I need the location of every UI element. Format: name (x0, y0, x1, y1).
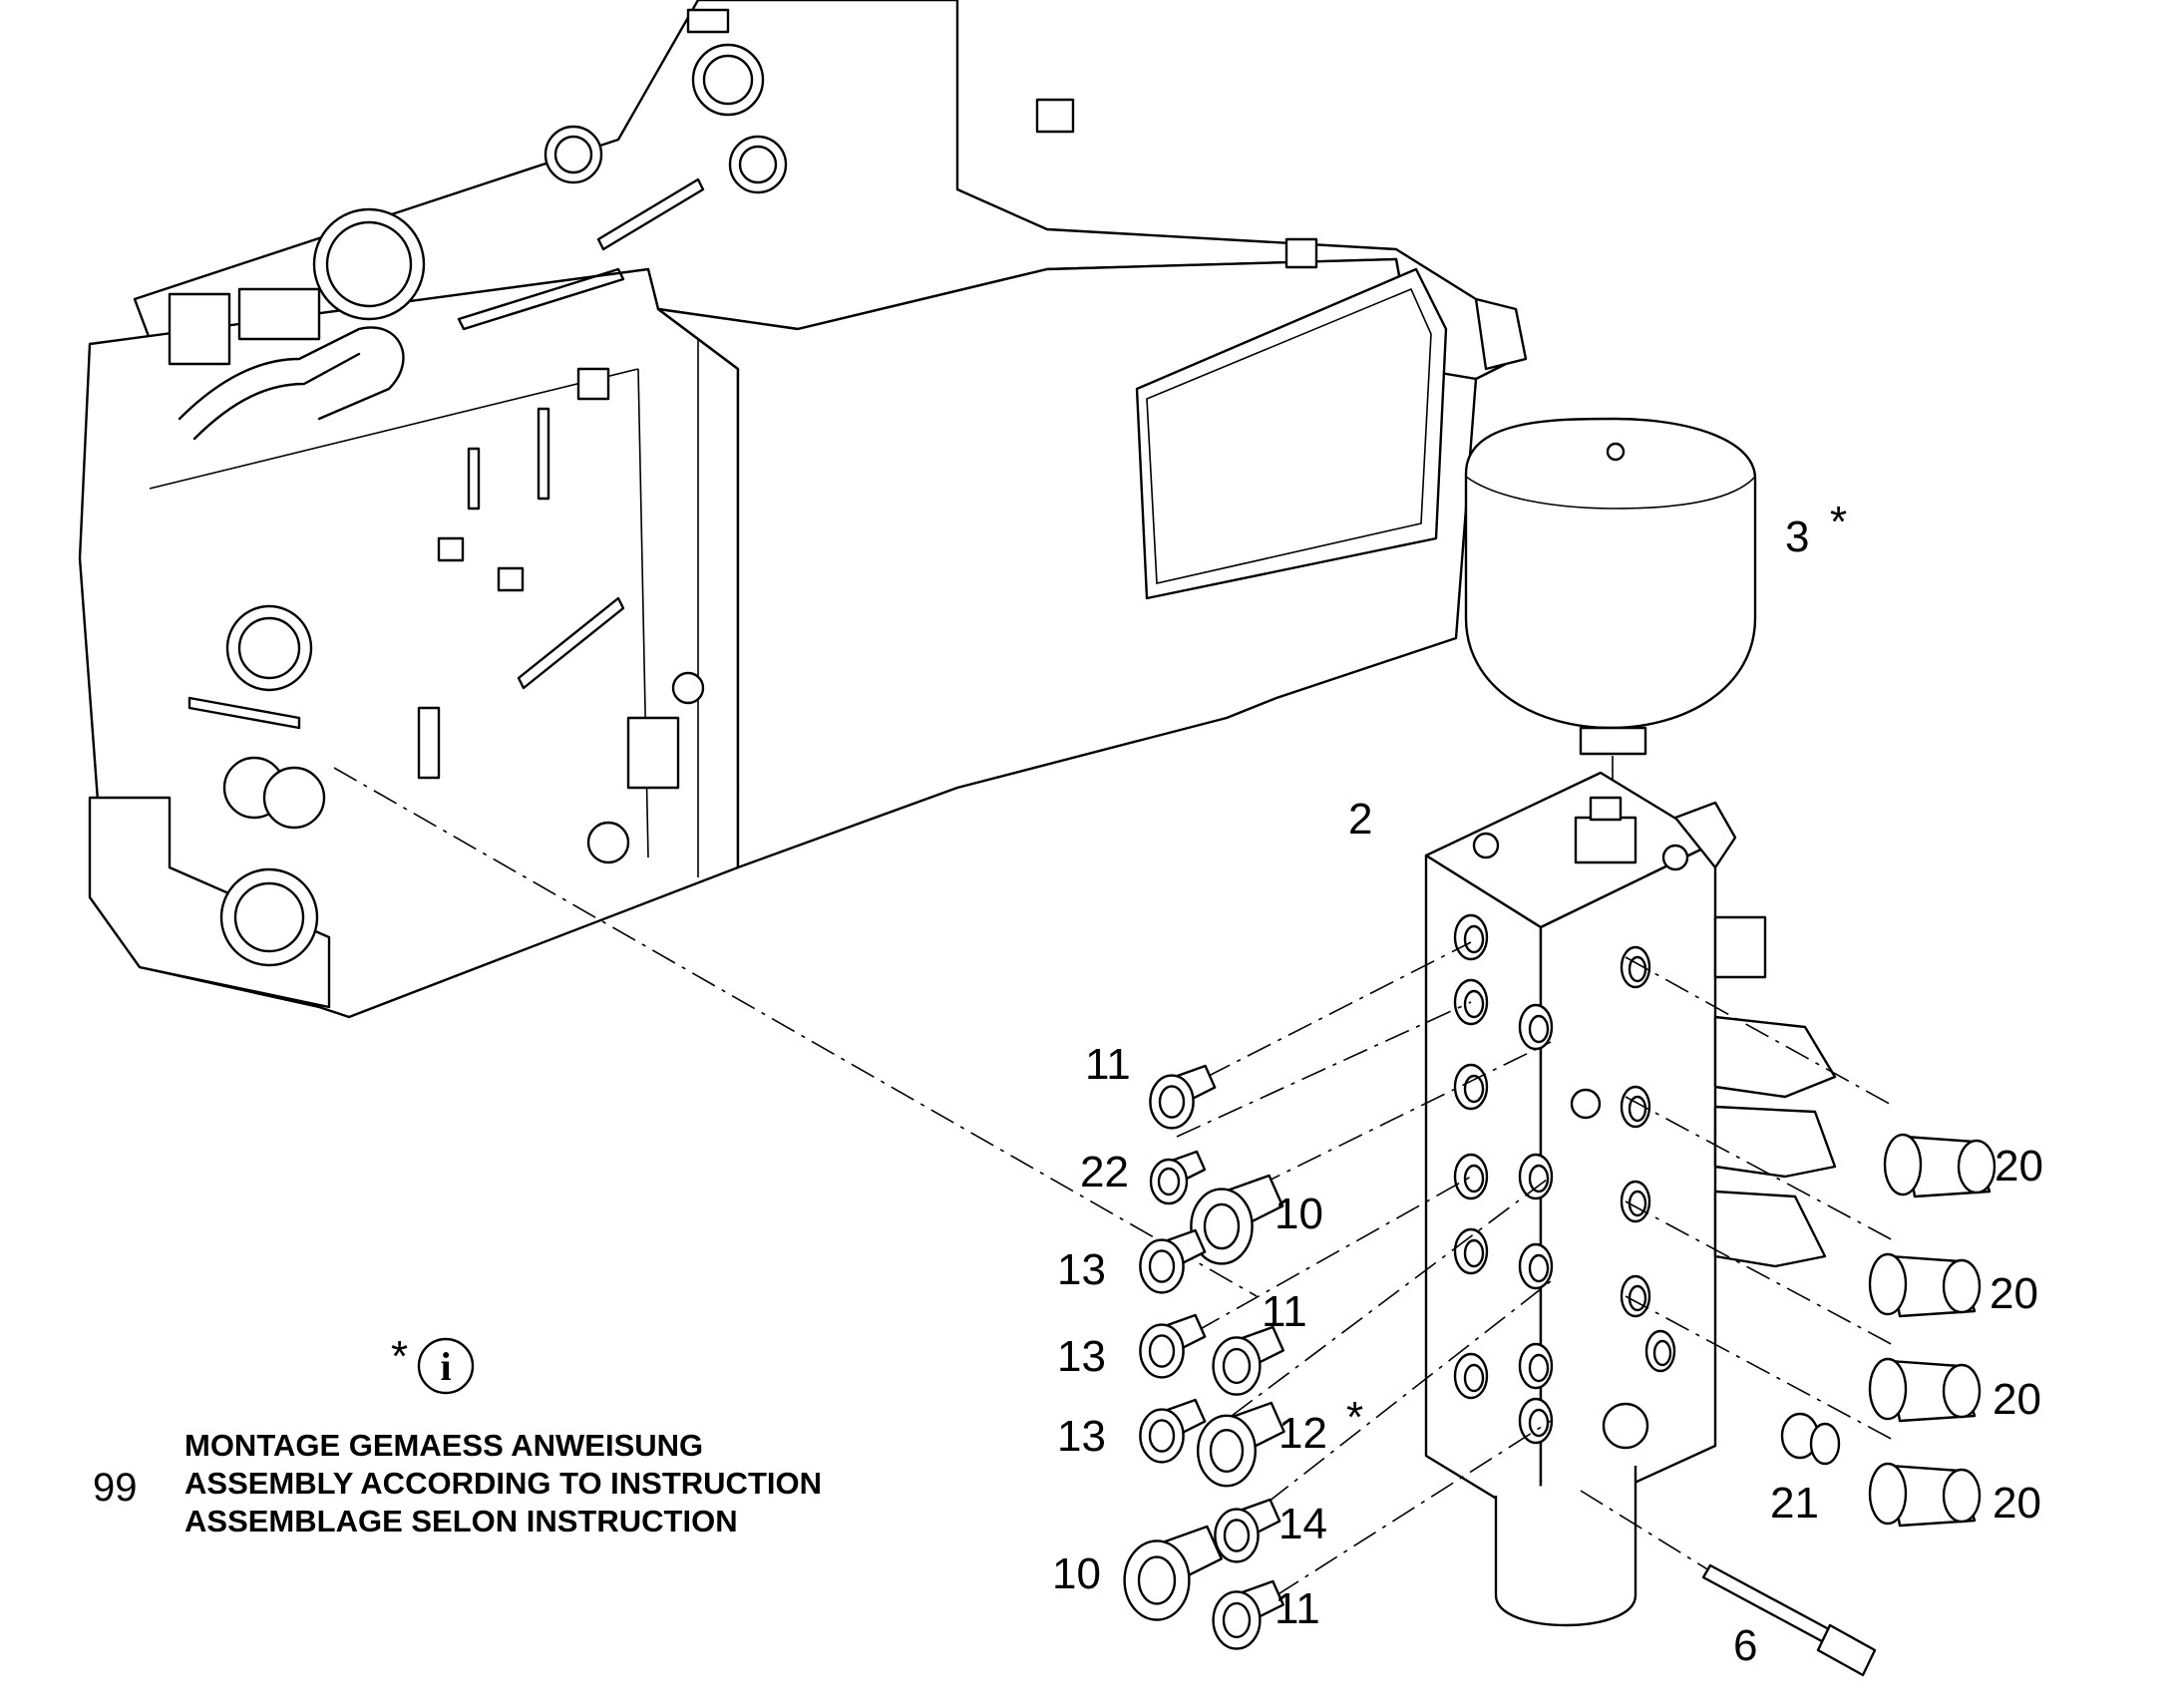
callout-3-star: * (1830, 498, 1847, 546)
port-hole-inner (1528, 1014, 1550, 1044)
fitting-bore (1222, 1347, 1252, 1385)
machine-frame (78, 0, 1528, 1019)
sensor-20-b (1868, 1252, 1982, 1318)
fitting-bore (1223, 1519, 1251, 1552)
port-hole-inner (1463, 924, 1485, 954)
port-hole-inner (1528, 1353, 1550, 1383)
note-line-en: ASSEMBLY ACCORDING TO INSTRUCTION (184, 1466, 822, 1501)
port-hole-inner (1463, 1164, 1485, 1194)
fitting-bore (1209, 1428, 1245, 1473)
port-hole-inner (1463, 989, 1485, 1019)
callout-labels: 2 3 * 6 10 10 11 11 11 12 * 13 13 13 14 … (1052, 498, 2043, 1670)
callout-3: 3 (1785, 512, 1809, 561)
port-hole-inner (1463, 1238, 1485, 1268)
fitting-10-upper (1190, 1174, 1284, 1265)
callout-11-bottom: 11 (1274, 1584, 1320, 1633)
fitting-10-lower (1123, 1525, 1223, 1621)
fitting-bore (1148, 1249, 1176, 1283)
fitting-bore (1158, 1085, 1186, 1119)
sensor-tip (1957, 1139, 1997, 1195)
fitting-bore (1148, 1334, 1176, 1368)
port-hole-inner (1528, 1253, 1550, 1283)
fitting-bore (1137, 1555, 1177, 1605)
fitting-bore (1148, 1419, 1176, 1453)
sensor-tip (1942, 1363, 1982, 1419)
fitting-bore (1203, 1202, 1241, 1250)
callout-13-c: 13 (1057, 1412, 1106, 1461)
fitting-14 (1214, 1498, 1281, 1563)
sensor-face (1868, 1462, 1908, 1526)
callout-12: 12 (1278, 1409, 1327, 1458)
callout-10-lower: 10 (1052, 1549, 1101, 1598)
fitting-22 (1149, 1150, 1207, 1205)
note-line-fr: ASSEMBLAGE SELON INSTRUCTION (184, 1504, 738, 1538)
sensor-face (1868, 1252, 1908, 1316)
callout-20-d: 20 (1993, 1479, 2041, 1528)
callout-11-middle: 11 (1262, 1287, 1307, 1336)
note-number: 99 (93, 1466, 138, 1510)
callout-20-c: 20 (1993, 1375, 2041, 1424)
assembly-lines (333, 767, 1896, 1596)
sensor-20-c (1868, 1357, 1982, 1423)
callout-20-b: 20 (1990, 1269, 2038, 1318)
port-hole-inner (1628, 1284, 1647, 1312)
accumulator (1464, 417, 1757, 756)
sensor-face (1883, 1133, 1923, 1196)
port-hole-inner (1652, 1339, 1672, 1367)
callout-21: 21 (1770, 1479, 1819, 1528)
plug-21-cap (1809, 1422, 1841, 1466)
fitting-13-a (1139, 1228, 1207, 1294)
callout-22: 22 (1080, 1148, 1129, 1196)
port-hole-inner (1628, 1095, 1647, 1123)
callout-13-b: 13 (1057, 1332, 1106, 1381)
note-line-de: MONTAGE GEMAESS ANWEISUNG (184, 1428, 703, 1463)
left-face-ports (1453, 913, 1554, 1445)
sensor-20-a (1883, 1133, 1997, 1198)
info-icon (417, 1337, 475, 1395)
fitting-13-b (1139, 1313, 1207, 1379)
callout-13-a: 13 (1057, 1245, 1106, 1294)
callout-20-a: 20 (1995, 1142, 2043, 1191)
callout-11-top: 11 (1085, 1040, 1131, 1089)
fitting-13-c (1139, 1398, 1207, 1464)
fitting-12 (1196, 1401, 1285, 1488)
valve-block (1424, 771, 1837, 1627)
fitting-bore (1222, 1601, 1252, 1639)
instruction-note: * i 99 MONTAGE GEMAESS ANWEISUNG ASSEMBL… (93, 1332, 822, 1538)
port-hole-inner (1628, 1190, 1647, 1217)
port-hole-inner (1463, 1363, 1485, 1393)
sensor-tip (1942, 1468, 1982, 1524)
callout-12-star: * (1346, 1393, 1363, 1442)
callout-10-upper: 10 (1274, 1190, 1323, 1238)
callout-6: 6 (1733, 1621, 1757, 1670)
port-hole-inner (1528, 1164, 1550, 1194)
callout-2: 2 (1348, 795, 1372, 844)
note-star: * (391, 1332, 408, 1381)
fitting-11-top (1149, 1064, 1217, 1130)
info-glyph: i (440, 1344, 451, 1389)
loose-fittings (1123, 1064, 1997, 1650)
callout-14: 14 (1278, 1500, 1327, 1548)
sensor-20-d (1868, 1462, 1982, 1528)
bolt (1701, 1563, 1877, 1677)
sensor-face (1868, 1357, 1908, 1421)
sensor-tip (1942, 1258, 1982, 1314)
port-hole-inner (1528, 1408, 1550, 1438)
fitting-11-middle (1212, 1325, 1284, 1396)
fitting-11-bottom (1212, 1579, 1284, 1650)
fitting-bore (1157, 1167, 1181, 1196)
